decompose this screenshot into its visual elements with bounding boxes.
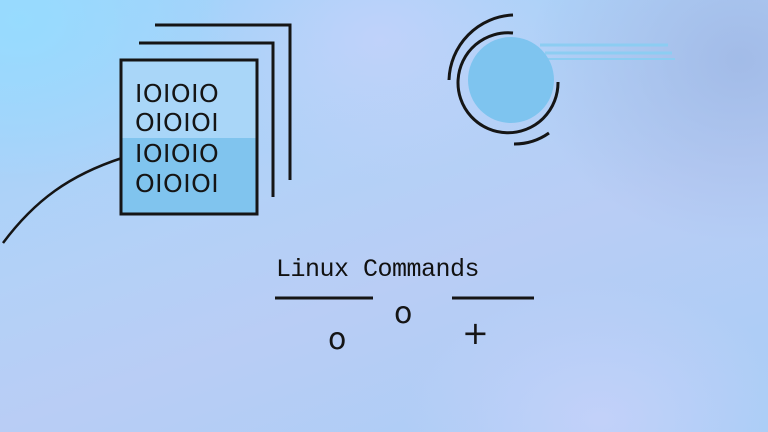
document-stack-icon: [119, 23, 292, 216]
plus-symbol: +: [462, 314, 489, 352]
svg-text:IOIOIO: IOIOIO: [135, 79, 219, 108]
svg-text:OIOIOI: OIOIOI: [135, 169, 219, 198]
circle-symbol-left: o: [328, 322, 347, 357]
svg-text:OIOIOI: OIOIOI: [135, 108, 219, 137]
circle-symbol-middle: o: [394, 296, 413, 331]
svg-text:IOIOIO: IOIOIO: [135, 139, 219, 168]
title-text: Linux Commands: [276, 255, 480, 284]
binary-text: IOIOIO OIOIOI IOIOIO OIOIOI: [135, 79, 219, 198]
moving-sphere-icon: [447, 13, 675, 146]
connector-curve: [1, 156, 123, 244]
